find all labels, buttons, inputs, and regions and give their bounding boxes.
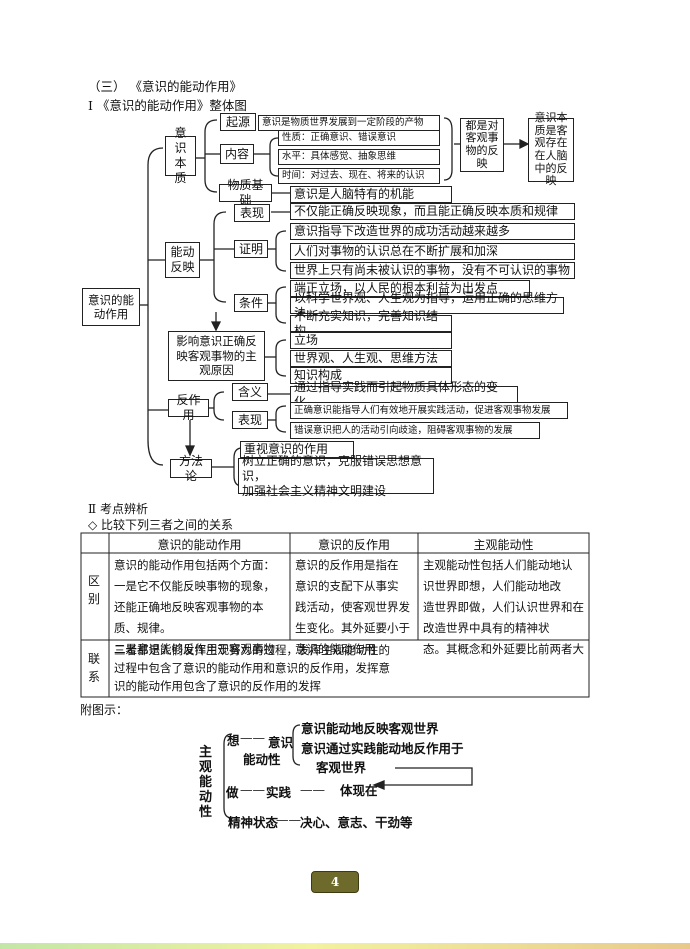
reaction-1: 正确意识能指导人们有效地开展实践活动，促进客观事物发展 <box>290 402 568 419</box>
conditions-node: 条件 <box>234 294 268 312</box>
reaction-2: 错误意识把人的活动引向歧途，阻碍客观事物的发展 <box>290 422 540 439</box>
active-reflect-node: 能动反映 <box>165 242 200 278</box>
col1-cell: 意识的能动作用包括两个方面：一是它不仅能反映事物的现象，还能正确地反映客观事物的… <box>114 558 275 656</box>
spirit-dash: —— <box>276 812 301 827</box>
condition-1: 端正立场，以人民的根本利益为出发点 <box>290 280 530 297</box>
spirit-text: 决心、意志、干劲等 <box>300 815 413 830</box>
activity-label: 能动性 <box>243 752 281 767</box>
prove-1: 意识指导下改造世界的成功活动越来越多 <box>290 223 575 240</box>
page-number-badge: 4 <box>311 871 359 893</box>
prove-3: 世界上只有尚未被认识的事物，没有不可认识的事物 <box>290 262 575 279</box>
do-label: 做 <box>226 785 239 800</box>
content-node: 内容 <box>220 144 254 164</box>
consciousness-label: 意识 <box>268 735 294 750</box>
prove-2: 人们对事物的认识总在不断扩展和加深 <box>290 243 575 260</box>
essence-result: 意识本质是客观存在在人脑中的反映 <box>528 111 574 187</box>
practice-dash: —— <box>300 782 325 797</box>
essence-node: 意识本质 <box>165 126 196 185</box>
reflect-note: 都是对客观事物的反映 <box>460 118 504 172</box>
do-dash: —— <box>240 782 265 797</box>
diagram-point-3: 客观世界 <box>316 760 367 775</box>
table-header-1: 意识的能动作用 <box>157 538 242 552</box>
attached-label: 附图示： <box>80 703 129 717</box>
part1-title: Ⅰ 《意识的能动作用》整体图 <box>88 98 247 113</box>
manifest-node: 表现 <box>234 204 270 222</box>
table-header-3: 主观能动性 <box>473 538 534 552</box>
col3-cell: 主观能动性包括人们能动地认识世界即想，人们能动地改造世界即做，人们认识世界和在改… <box>423 558 584 656</box>
influence-3: 知识构成 <box>290 367 452 384</box>
practice-label: 实践 <box>266 785 292 800</box>
influence-1: 立场 <box>290 332 452 349</box>
bottom-edge <box>0 943 690 949</box>
meaning-node: 含义 <box>232 383 268 401</box>
compare-title: ◇ 比较下列三者之间的关系 <box>88 518 234 532</box>
embody-label: 体现在 <box>340 783 378 798</box>
page-number: 4 <box>330 875 340 889</box>
method-1: 重视意识的作用 <box>240 441 354 458</box>
influence-node: 影响意识正确反映客观事物的主观原因 <box>168 331 265 381</box>
content-time: 时间：对过去、现在、将来的认识 <box>278 168 440 184</box>
origin-node: 起源 <box>220 113 256 131</box>
part2-title: Ⅱ 考点辨析 <box>88 502 148 516</box>
content-nature: 性质：正确意识、错误意识 <box>278 130 440 146</box>
reaction-manifest-node: 表现 <box>232 411 268 429</box>
influence-2: 世界观、人生观、思维方法 <box>290 350 452 367</box>
diagram-point-2: 意识通过实践能动地反作用于 <box>301 741 464 756</box>
diagram-root: 主观能动性 <box>199 745 213 820</box>
root-node: 意识的能动作用 <box>82 288 140 326</box>
brain-text: 意识是人脑特有的机能 <box>290 186 452 203</box>
method-2: 树立正确的意识，克服错误思想意识，加强社会主义精神文明建设 <box>238 454 434 498</box>
row-label-link: 联系 <box>88 652 101 684</box>
diagram-point-1: 意识能动地反映客观世界 <box>301 721 439 736</box>
link-cell: 三者都是人们发挥主观努力的过程，发挥主观能动性的过程中包含了意识的能动作用和意识… <box>114 643 390 693</box>
think-dash: —— <box>240 730 265 745</box>
spirit-label: 精神状态 <box>228 815 279 830</box>
think-label: 想 <box>227 733 240 748</box>
content-level: 水平：具体感觉、抽象思维 <box>278 149 440 165</box>
row-label-difference: 区别 <box>88 574 101 606</box>
section-heading: （三） 《意识的能动作用》 <box>88 79 242 94</box>
col2-cell: 意识的反作用是指在意识的支配下从事实践活动，使客观世界发生变化。其外延要小于意识… <box>295 558 410 656</box>
prove-node: 证明 <box>234 240 268 258</box>
manifest-text: 不仅能正确反映现象，而且能正确反映本质和规律 <box>290 203 575 220</box>
table-header-2: 意识的反作用 <box>317 538 390 552</box>
